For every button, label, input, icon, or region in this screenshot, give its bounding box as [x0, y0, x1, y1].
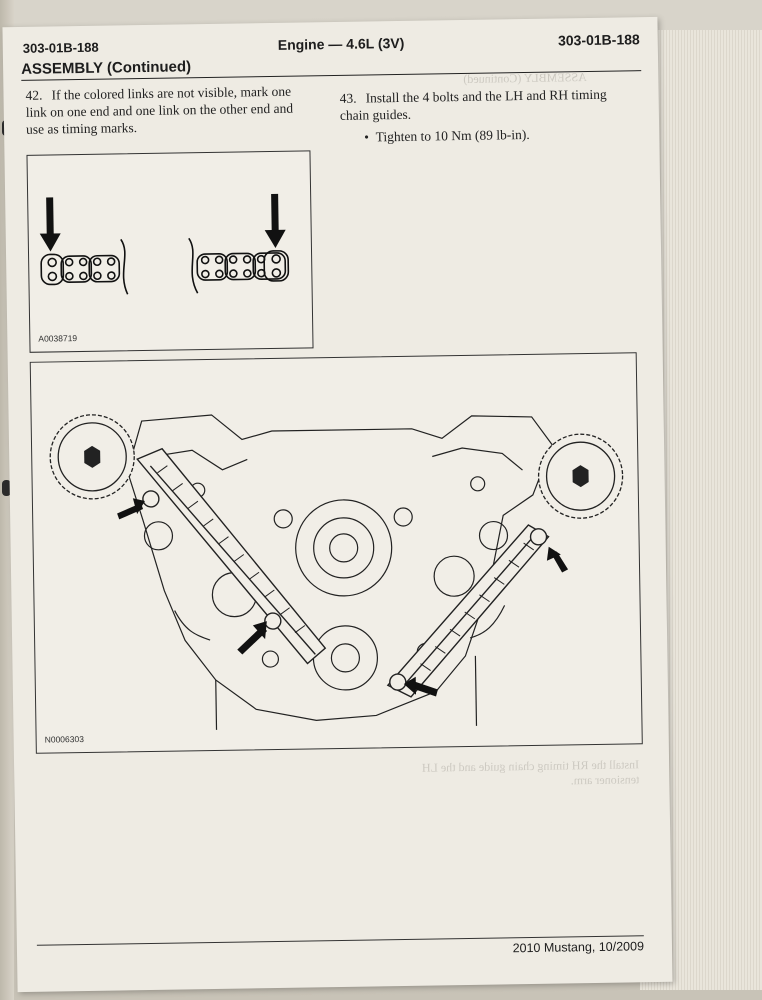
binder-ring	[2, 480, 11, 496]
step-text: If the colored links are not visible, ma…	[25, 83, 294, 137]
arrow-head-icon	[39, 233, 61, 252]
step-number: 43.	[339, 90, 357, 106]
page-title: Engine — 4.6L (3V)	[277, 34, 405, 53]
page-footer: 2010 Mustang, 10/2009	[36, 935, 644, 955]
break-line	[120, 238, 129, 295]
figure-id: N0006303	[44, 734, 84, 745]
page-code-left: 303-01B-188	[22, 39, 99, 56]
torque-spec: Tighten to 10 Nm (89 lb-in).	[375, 126, 530, 145]
sprocket-bolt	[84, 445, 101, 468]
chain-links-diagram	[39, 193, 290, 295]
colored-link-left	[40, 253, 65, 286]
step-43: 43.Install the 4 bolts and the LH and RH…	[339, 85, 634, 124]
manual-page: ASSEMBLY (Continued) 303-01B-188 Engine …	[2, 16, 673, 993]
rh-timing-chain-guide	[386, 524, 550, 698]
sprocket-bolt	[572, 465, 589, 488]
chain-links-figure: A0038719	[26, 150, 314, 353]
lh-timing-chain-guide	[136, 447, 327, 665]
break-line	[188, 237, 199, 294]
step-text: Install the 4 bolts and the LH and RH ti…	[339, 86, 607, 123]
bolt-callout-arrow	[551, 551, 569, 573]
page-code-right: 303-01B-188	[557, 31, 640, 49]
figure-id: A0038719	[38, 333, 78, 344]
timing-mark-arrow-left	[46, 197, 54, 236]
step-number: 42.	[25, 87, 43, 103]
engine-diagram	[49, 414, 624, 730]
footer-edition: 2010 Mustang, 10/2009	[512, 939, 645, 956]
step-42: 42.If the colored links are not visible,…	[25, 82, 311, 137]
timing-mark-arrow-right	[271, 193, 279, 232]
arrow-head-icon	[264, 229, 286, 248]
bullet-dot: •	[364, 129, 376, 145]
torque-bullet: • Tighten to 10 Nm (89 lb-in).	[364, 127, 530, 146]
colored-link-right	[263, 250, 290, 282]
crank-cover	[295, 499, 393, 597]
bleed-through-text: Install the RH timing chain guide and th…	[421, 757, 640, 788]
engine-front-figure: N0006303	[29, 352, 643, 754]
